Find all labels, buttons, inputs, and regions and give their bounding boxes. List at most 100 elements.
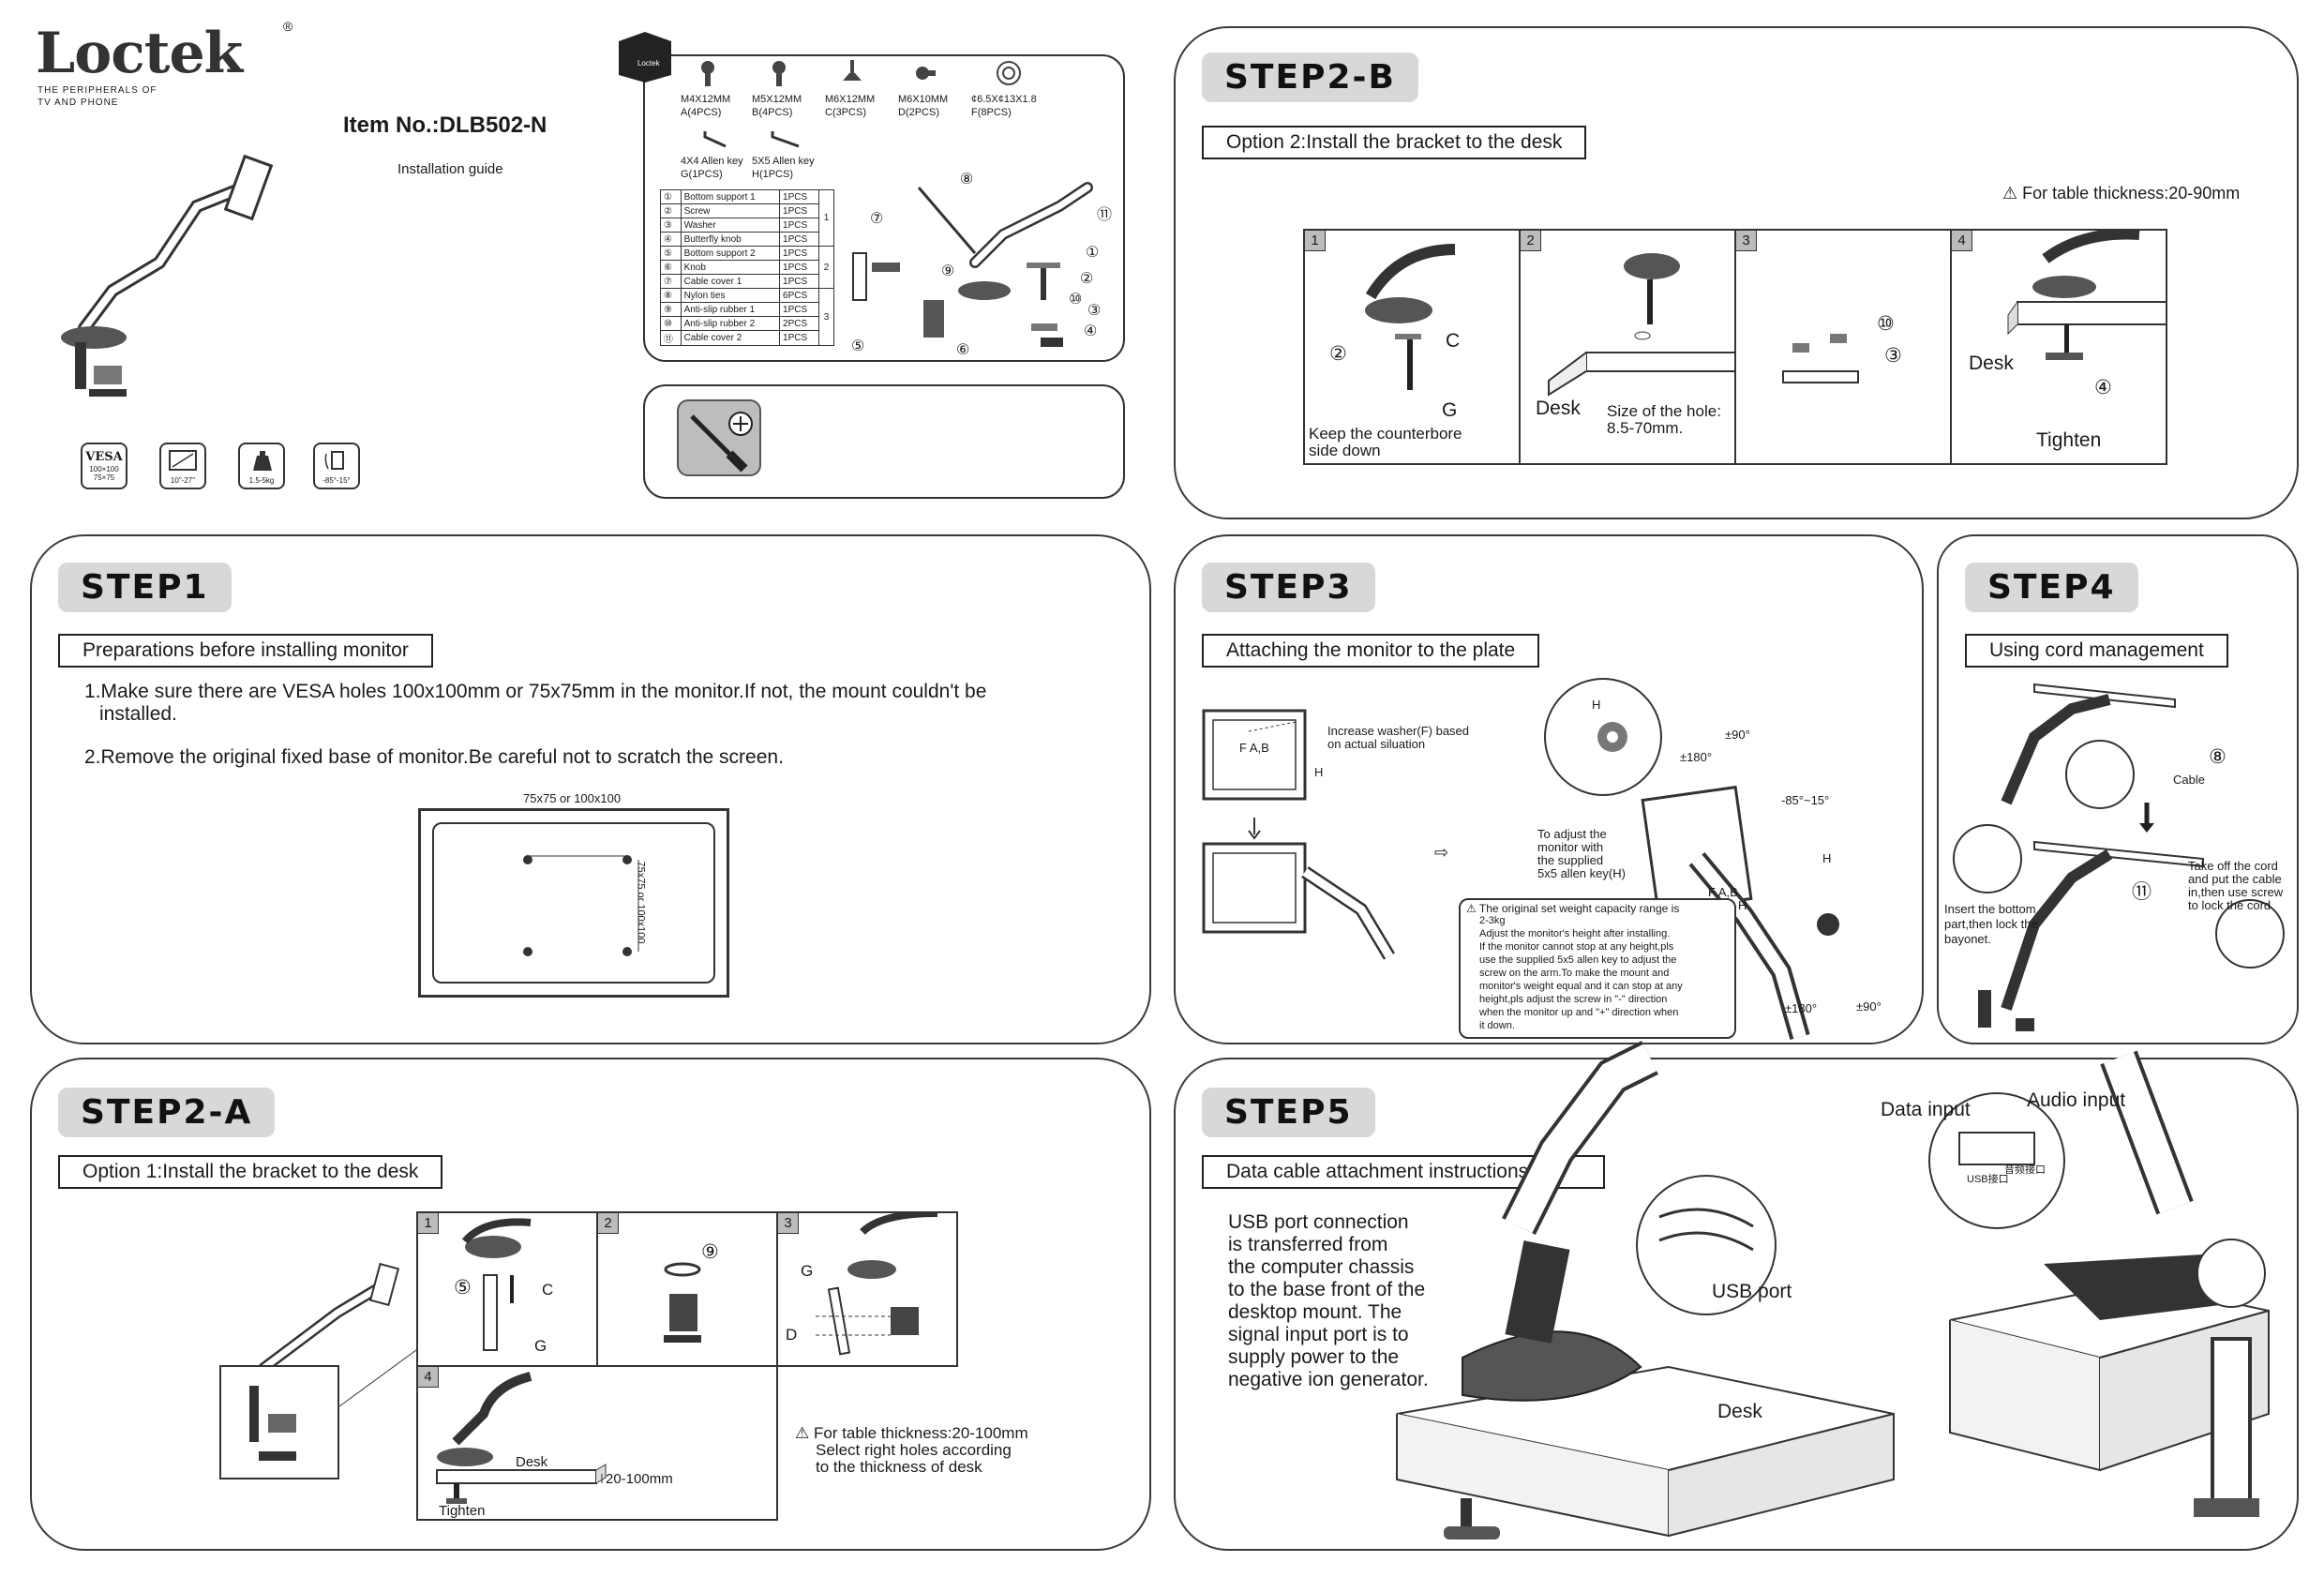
screen-size-icon: 10"-27" xyxy=(159,443,206,489)
step2a-cell-3-num: 3 xyxy=(778,1213,799,1234)
step5-desc-5: signal input port is to xyxy=(1228,1324,1409,1345)
step3-adjust-1: monitor with xyxy=(1537,840,1604,854)
step3-fab2: F A,B xyxy=(1708,885,1738,899)
part-group: 1 xyxy=(818,189,834,247)
part-name: Bottom support 1 xyxy=(680,189,781,204)
step3-rot4: ±90° xyxy=(1856,999,1882,1014)
step2b-c1-c: C xyxy=(1446,330,1461,352)
step2a-subtitle: Option 1:Install the bracket to the desk xyxy=(58,1155,443,1189)
part-number: ⑨ xyxy=(660,302,682,317)
step2b-c4-n4: ④ xyxy=(2094,377,2112,398)
brand-logo: Loctek xyxy=(36,21,243,86)
part-qty: 1PCS xyxy=(779,189,820,204)
step5-desc-6: supply power to the xyxy=(1228,1346,1400,1368)
hw-size-a: M4X12MM xyxy=(681,94,731,105)
step3-h4: H xyxy=(1822,851,1832,865)
step2b-c1-g: G xyxy=(1442,399,1458,421)
callout-2: ② xyxy=(1080,271,1094,287)
step2b-cell-2: 2 Desk Size of the hole: 8.5-70mm. xyxy=(1519,229,1736,465)
step1-line-1b: installed. xyxy=(99,703,177,725)
monitor-inner-frame xyxy=(432,822,715,984)
step2a-overview-box xyxy=(219,1365,339,1479)
hw-size-d: M6X10MM xyxy=(898,94,949,105)
weight-label: 1.5-5kg xyxy=(248,476,275,485)
callout-4: ④ xyxy=(1084,323,1098,339)
step5-usb-port: USB port xyxy=(1712,1281,1792,1302)
part-name: Screw xyxy=(680,203,781,218)
step2b-cell-1: 1 ② C G Keep the counterbore side down xyxy=(1303,229,1521,465)
step2a-cell-2-num: 2 xyxy=(598,1213,619,1234)
step3-warn-4: screw on the arm.To make the mount and xyxy=(1479,968,1670,979)
step2b-cell-3-num: 3 xyxy=(1736,231,1757,251)
part-qty: 1PCS xyxy=(779,330,820,346)
parts-illustration xyxy=(852,182,1093,347)
hw-qty-b: B(4PCS) xyxy=(752,107,793,118)
tilt-label: -85°-15° xyxy=(322,476,351,485)
step1-dim-top: 75x75 or 100x100 xyxy=(523,791,622,805)
callout-9: ⑨ xyxy=(941,263,955,279)
part-name: Washer xyxy=(680,218,781,233)
step2b-cell-3: 3 ⑩ ③ xyxy=(1734,229,1952,465)
step3-rot1: ±180° xyxy=(1680,750,1713,764)
step3-rot2: ±90° xyxy=(1725,728,1750,742)
step5-desc-7: negative ion generator. xyxy=(1228,1369,1429,1390)
screwdriver-icon xyxy=(677,399,761,476)
part-name: Anti-slip rubber 2 xyxy=(680,316,781,331)
step2b-c4-tighten: Tighten xyxy=(2036,429,2102,451)
step4-badge: STEP4 xyxy=(1965,563,2138,612)
part-number: ⑥ xyxy=(660,260,682,275)
step2b-c4-desk: Desk xyxy=(1969,353,2014,374)
part-number: ⑩ xyxy=(660,316,682,331)
key-qty-h: H(1PCS) xyxy=(752,169,794,180)
step2b-cell-1-num: 1 xyxy=(1305,231,1326,251)
step3-tilt: -85°~15° xyxy=(1781,793,1830,807)
step3-warn-6: height,pls adjust the screw in "-" direc… xyxy=(1479,994,1668,1005)
step5-desc-1: is transferred from xyxy=(1228,1234,1388,1255)
part-qty: 1PCS xyxy=(779,274,820,289)
step3-adjust-0: To adjust the xyxy=(1537,827,1607,841)
step5-audio-input: Audio input xyxy=(2027,1089,2126,1111)
step4-takeoff-3: to lock the cord xyxy=(2188,898,2272,912)
step2a-badge: STEP2-A xyxy=(58,1088,276,1137)
step1-line-1: 1.Make sure there are VESA holes 100x100… xyxy=(84,681,987,702)
callout-6: ⑥ xyxy=(956,342,970,358)
step2b-cell-2-num: 2 xyxy=(1521,231,1541,251)
key-size-g: 4X4 Allen key xyxy=(681,156,743,167)
washer-f-icon xyxy=(997,61,1021,85)
step2b-cell-4-num: 4 xyxy=(1952,231,1972,251)
step2a-note-1: ⚠ For table thickness:20-100mm xyxy=(795,1424,1028,1442)
part-name: Cable cover 1 xyxy=(680,274,781,289)
part-number: ③ xyxy=(660,218,682,233)
step4-n8: ⑧ xyxy=(2209,746,2227,768)
step2a-c1-g: G xyxy=(534,1337,547,1355)
part-name: Cable cover 2 xyxy=(680,330,781,346)
key-qty-g: G(1PCS) xyxy=(681,169,723,180)
step2b-c3-n10: ⑩ xyxy=(1877,313,1895,335)
callout-1: ① xyxy=(1086,245,1100,261)
part-name: Anti-slip rubber 1 xyxy=(680,302,781,317)
vesa-title: VESA xyxy=(85,450,123,464)
step3-warn-3: use the supplied 5x5 allen key to adjust… xyxy=(1479,954,1677,966)
step2a-cell-1-num: 1 xyxy=(418,1213,439,1234)
step2b-keep-2: side down xyxy=(1309,442,1381,459)
callout-7: ⑦ xyxy=(870,211,884,227)
step3-arrow: ⇨ xyxy=(1434,843,1449,862)
step5-illustration xyxy=(1396,1041,2270,1539)
step4-illustration xyxy=(1953,683,2285,1031)
step2a-c3-d: D xyxy=(786,1326,798,1344)
step1-badge: STEP1 xyxy=(58,563,232,612)
part-number: ⑦ xyxy=(660,274,682,289)
key-size-h: 5X5 Allen key xyxy=(752,156,815,167)
step1-subtitle: Preparations before installing monitor xyxy=(58,634,433,668)
step5-port-usb: USB接口 xyxy=(1967,1174,2009,1185)
screw-b-icon xyxy=(772,61,786,86)
step2b-cell-4: 4 Desk ④ Tighten xyxy=(1950,229,2167,465)
part-number: ⑤ xyxy=(660,246,682,261)
step2b-hole-2: 8.5-70mm. xyxy=(1607,419,1684,437)
screw-a-icon xyxy=(701,61,714,86)
step5-desc-2: the computer chassis xyxy=(1228,1256,1415,1278)
weight-icon: 1.5-5kg xyxy=(238,443,285,489)
step2a-leader-lines xyxy=(338,1349,417,1407)
